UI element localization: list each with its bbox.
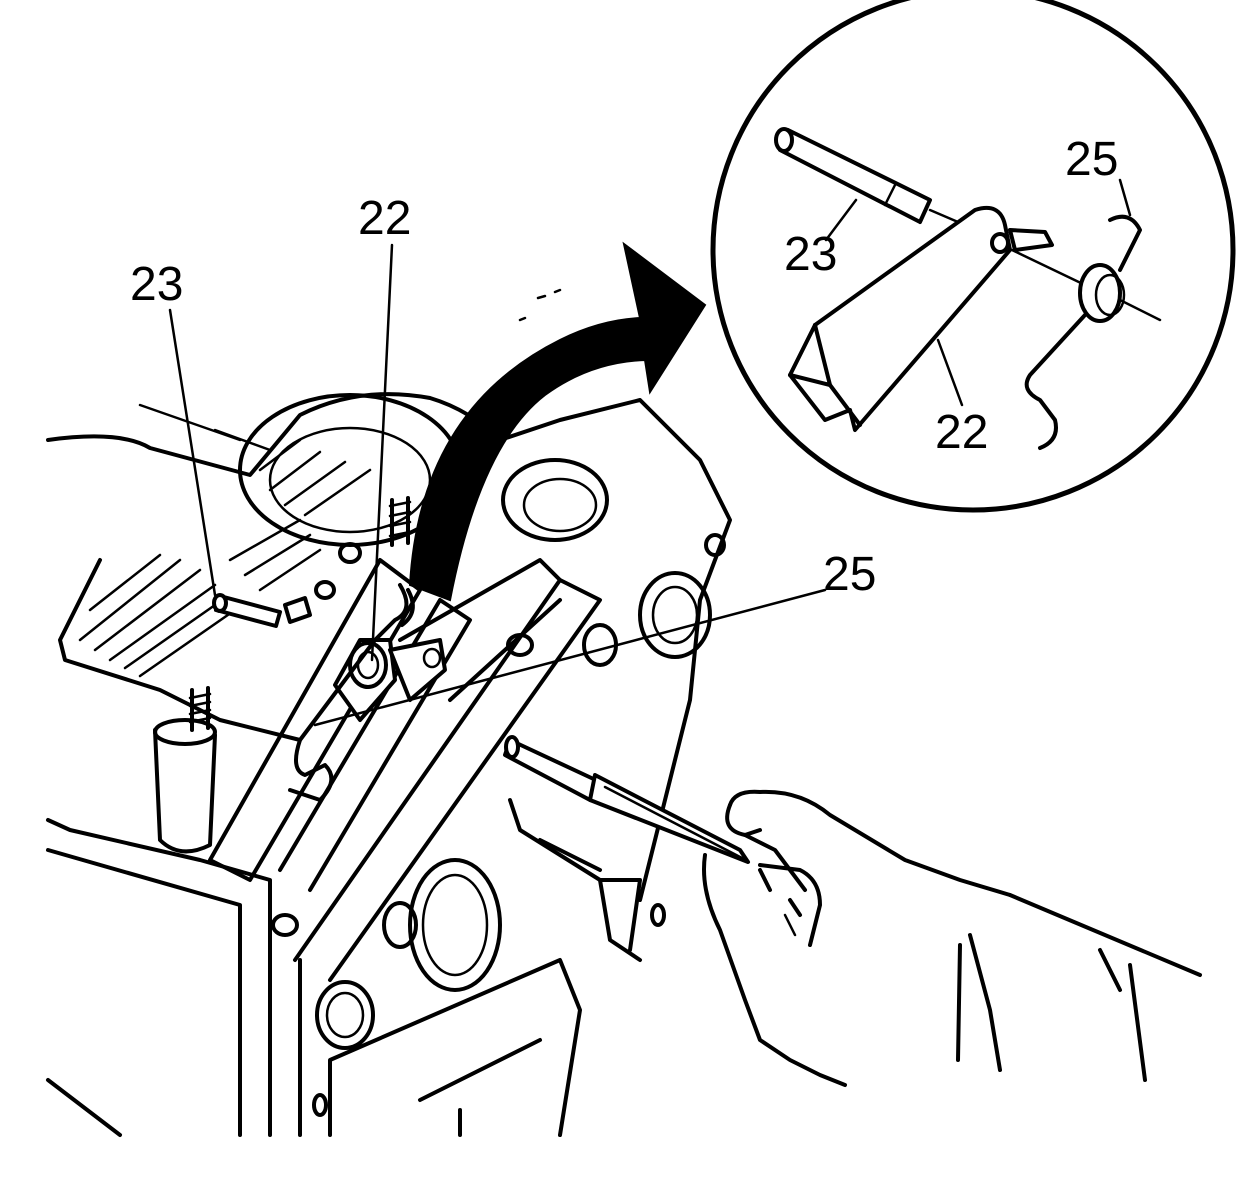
detail-leader-22 — [936, 338, 964, 407]
detail-callout-25: 25 — [1065, 133, 1118, 186]
pick-tool — [503, 735, 750, 864]
callout-25: 25 — [823, 548, 876, 601]
detail-inset — [710, 0, 1236, 513]
transmission-housing — [46, 392, 732, 1137]
detail-pin-23 — [774, 127, 960, 224]
callout-22: 22 — [358, 192, 411, 245]
detail-leader-23 — [824, 198, 858, 242]
direction-arrow — [408, 241, 707, 602]
installed-lever-22 — [333, 638, 447, 722]
detail-leader-25 — [1118, 178, 1132, 217]
detail-callout-23: 23 — [784, 228, 837, 281]
leader-25 — [313, 588, 827, 727]
leader-23 — [168, 308, 217, 597]
leader-22 — [370, 243, 394, 662]
hand — [702, 789, 1202, 1087]
detail-callout-22: 22 — [935, 406, 988, 459]
callout-23: 23 — [130, 258, 183, 311]
detail-lever-22 — [788, 205, 1087, 432]
installed-pin-23 — [212, 593, 282, 628]
detail-spring-25 — [1024, 214, 1162, 450]
installed-spring-25 — [288, 583, 415, 802]
